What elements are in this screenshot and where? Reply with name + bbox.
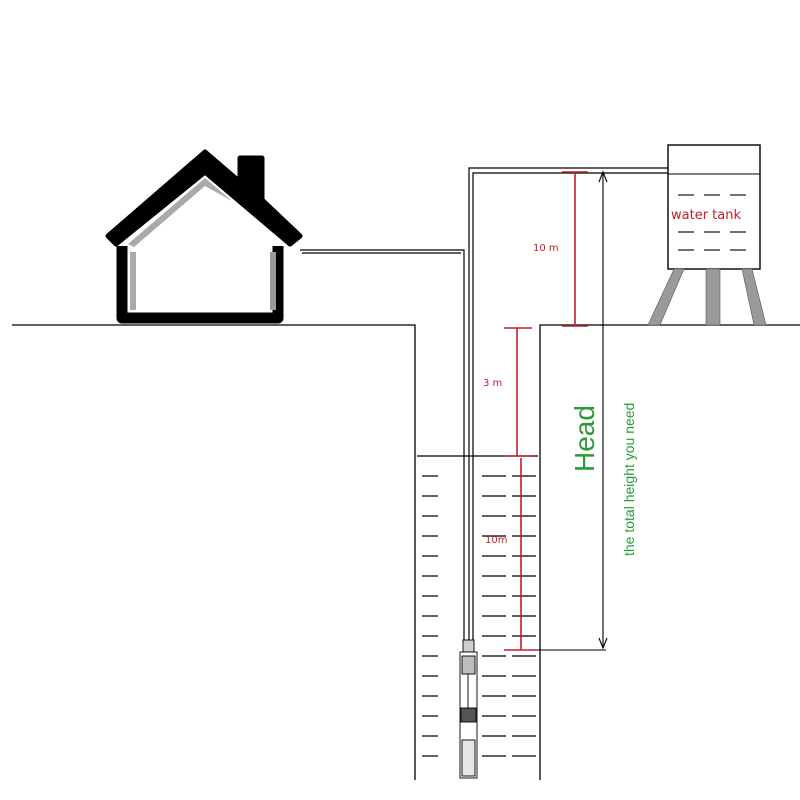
head-label: Head — [569, 405, 600, 472]
well-water — [417, 455, 538, 757]
segment-bottom-label: 10m — [485, 535, 507, 546]
house-icon — [105, 149, 303, 324]
head-subtitle: the total height you need — [621, 403, 637, 556]
depth-measurements — [504, 171, 588, 651]
house-pipe — [300, 249, 465, 640]
water-tank-label: water tank — [671, 208, 741, 223]
segment-top-label: 10 m — [533, 243, 559, 254]
ground-and-well — [12, 324, 800, 780]
total-head-measure — [536, 170, 608, 651]
tank-stand — [647, 268, 767, 326]
ground-right — [539, 324, 800, 780]
water-dashes — [422, 475, 536, 757]
ground-left — [12, 324, 416, 780]
segment-middle-label: 3 m — [483, 378, 502, 389]
water-tank: water tank — [667, 144, 761, 270]
tank-pipe — [468, 167, 668, 640]
stand-leg-center — [705, 268, 721, 326]
submersible-pump-icon — [459, 639, 478, 779]
stand-leg-right — [741, 268, 767, 326]
stand-leg-left — [647, 268, 685, 326]
